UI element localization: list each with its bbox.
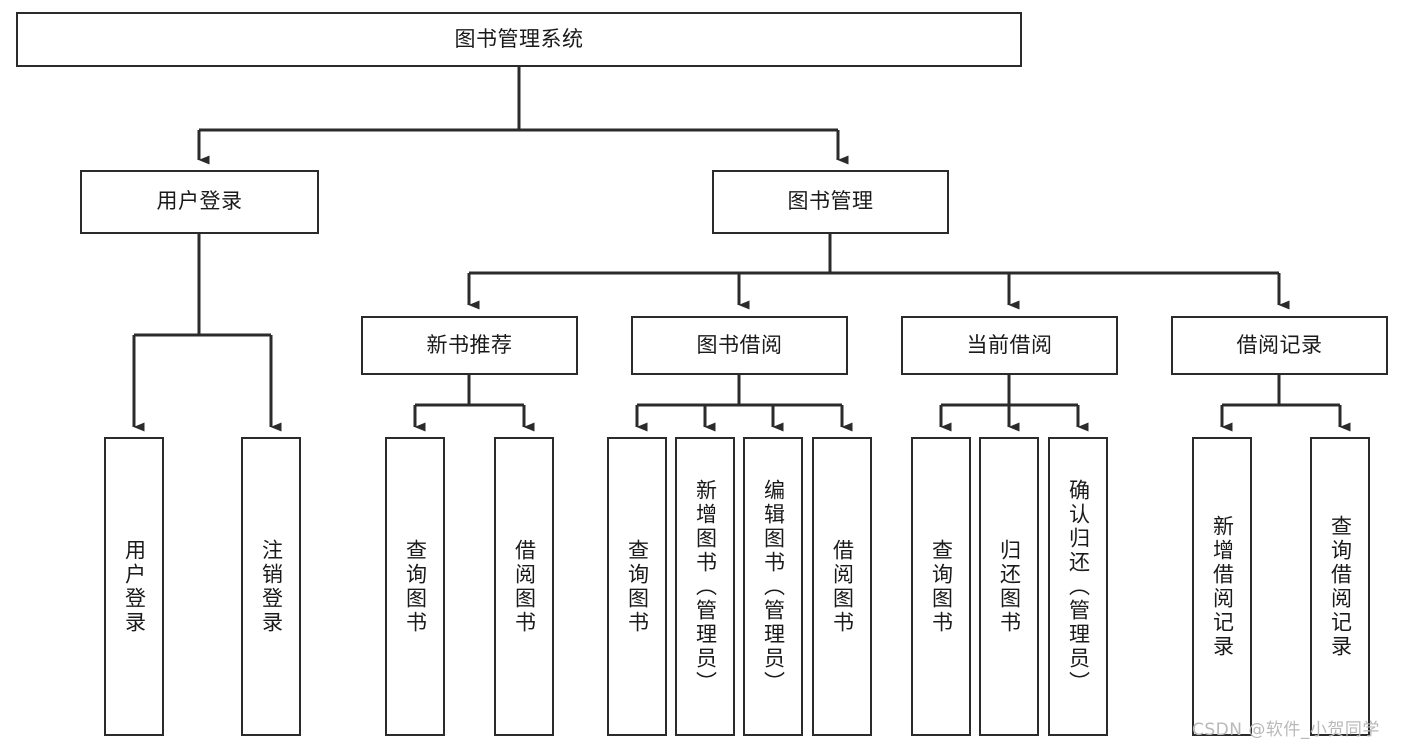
node-borrow-record-label: 借阅记录 xyxy=(1236,332,1323,357)
node-leaf-confirm-return-label: 确认归还（管理员） xyxy=(1066,478,1091,695)
node-user-login[interactable]: 用户登录 xyxy=(80,170,319,234)
node-leaf-logout-label: 注销登录 xyxy=(259,538,284,635)
node-root-label: 图书管理系统 xyxy=(454,26,584,51)
node-leaf-logout[interactable]: 注销登录 xyxy=(241,437,301,736)
node-leaf-query-book-2-label: 查询图书 xyxy=(625,538,650,635)
node-leaf-return-book-label: 归还图书 xyxy=(997,538,1022,635)
node-new-book-recommend[interactable]: 新书推荐 xyxy=(361,316,578,375)
node-leaf-query-book-1-label: 查询图书 xyxy=(403,538,428,635)
node-book-borrow-label: 图书借阅 xyxy=(696,332,783,357)
node-borrow-record[interactable]: 借阅记录 xyxy=(1171,316,1388,375)
node-leaf-borrow-book-1-label: 借阅图书 xyxy=(512,538,537,635)
node-leaf-borrow-book-2[interactable]: 借阅图书 xyxy=(812,437,872,736)
node-leaf-add-record[interactable]: 新增借阅记录 xyxy=(1192,437,1252,736)
node-leaf-user-login-label: 用户登录 xyxy=(122,538,147,635)
node-leaf-add-book[interactable]: 新增图书（管理员） xyxy=(675,437,735,736)
node-leaf-borrow-book-2-label: 借阅图书 xyxy=(830,538,855,635)
node-leaf-confirm-return[interactable]: 确认归还（管理员） xyxy=(1048,437,1108,736)
node-leaf-edit-book-label: 编辑图书（管理员） xyxy=(761,478,786,695)
node-leaf-query-record[interactable]: 查询借阅记录 xyxy=(1310,437,1370,736)
node-leaf-return-book[interactable]: 归还图书 xyxy=(979,437,1039,736)
node-leaf-edit-book[interactable]: 编辑图书（管理员） xyxy=(743,437,803,736)
node-root[interactable]: 图书管理系统 xyxy=(16,12,1022,67)
node-current-borrow-label: 当前借阅 xyxy=(966,332,1053,357)
node-current-borrow[interactable]: 当前借阅 xyxy=(901,316,1118,375)
node-book-borrow[interactable]: 图书借阅 xyxy=(631,316,848,375)
node-book-manage[interactable]: 图书管理 xyxy=(712,170,949,234)
node-leaf-add-record-label: 新增借阅记录 xyxy=(1210,514,1235,659)
node-leaf-user-login[interactable]: 用户登录 xyxy=(104,437,164,736)
node-leaf-query-record-label: 查询借阅记录 xyxy=(1328,514,1353,659)
node-leaf-query-book-2[interactable]: 查询图书 xyxy=(607,437,667,736)
node-leaf-borrow-book-1[interactable]: 借阅图书 xyxy=(494,437,554,736)
node-user-login-label: 用户登录 xyxy=(156,189,243,214)
node-leaf-query-book-3-label: 查询图书 xyxy=(929,538,954,635)
node-book-manage-label: 图书管理 xyxy=(787,189,874,214)
node-leaf-query-book-1[interactable]: 查询图书 xyxy=(385,437,445,736)
node-leaf-add-book-label: 新增图书（管理员） xyxy=(693,478,718,695)
node-new-book-recommend-label: 新书推荐 xyxy=(426,332,513,357)
node-leaf-query-book-3[interactable]: 查询图书 xyxy=(911,437,971,736)
